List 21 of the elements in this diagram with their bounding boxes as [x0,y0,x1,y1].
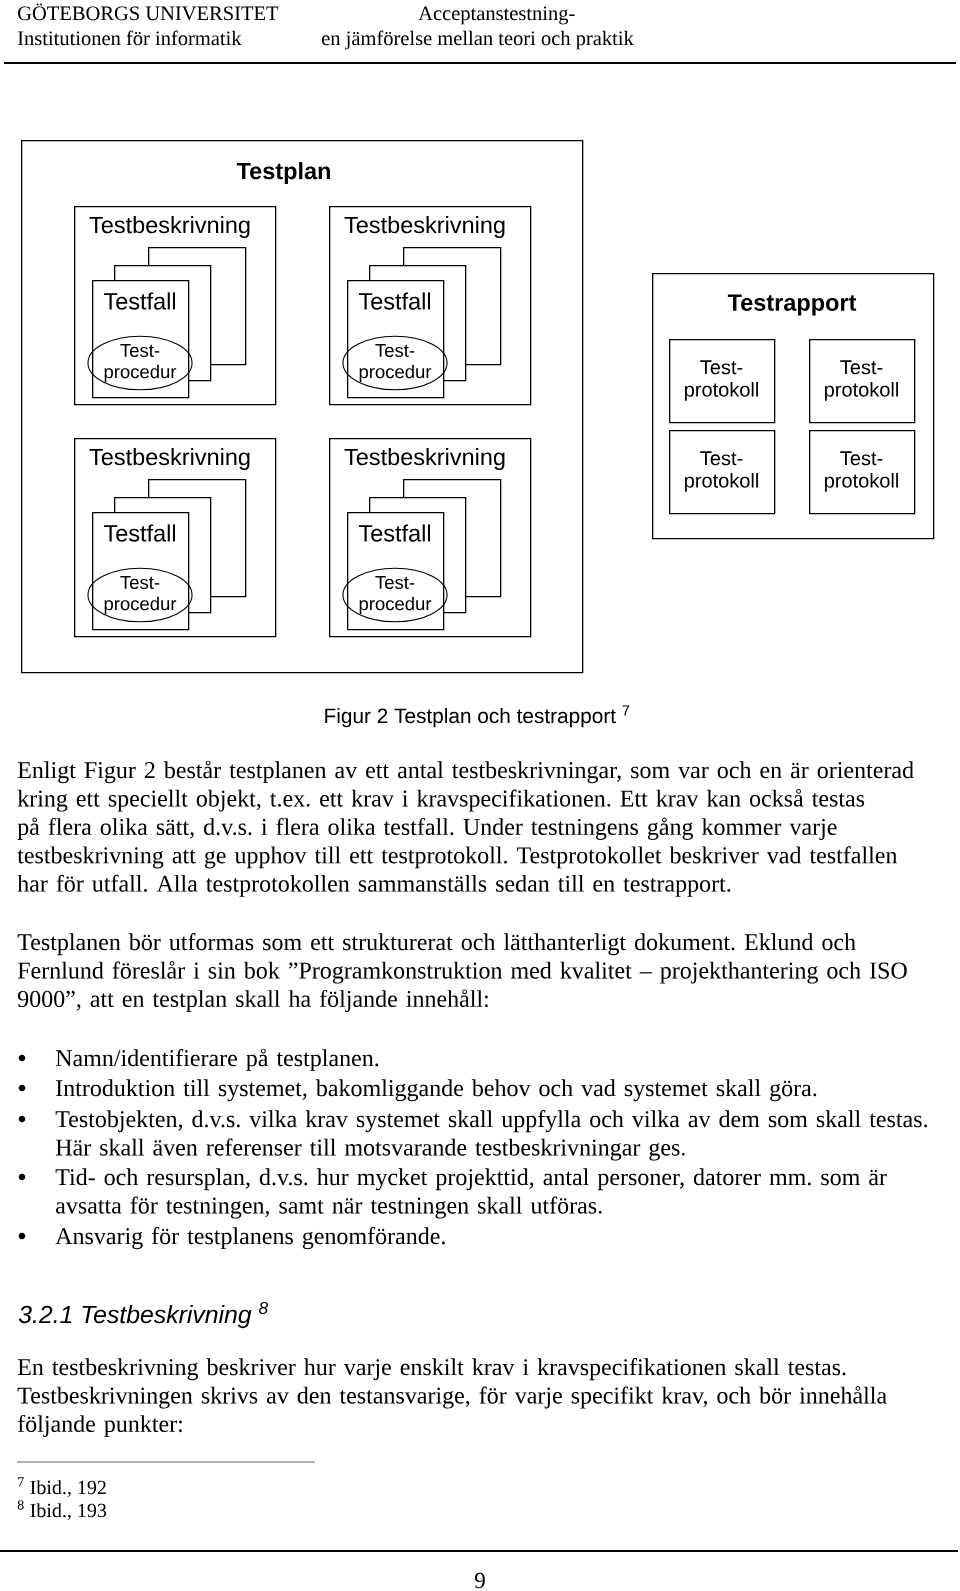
protocol-box: Test- protokoll [809,339,916,424]
list-item: Introduktion till systemet, bakomliggande behov och vad systemet skall göra. [56,1079,817,1102]
list-item: Ansvarig för testplanens genomförande. [55,1227,445,1250]
protocol-box: Test- protokoll [809,430,916,515]
footnote: $^{7}$ Ibid., 192 [18,1477,106,1498]
header-text: en jämförelse mellan teori och praktik [322,30,634,50]
header-text: Acceptanstestning- [418,6,575,25]
footnote: $^{8}$ Ibid., 193 [17,1500,107,1521]
header-text: GÖTEBORGS UNIVERSITET [18,3,279,21]
protocol-box: Test- protokoll [669,430,776,515]
paragraph: Enligt Figur 2 består testplanen av ett antal testbeskrivningar, som var och en är orienterad kring ett speciellt objekt, t.ex. ett krav i kravspecifikationen. Ett krav kan också testas på flera olika sätt, d.v.s. i flera olika testfall. Under testningens gång kommer varje testbeskrivning att ge upphov till ett testprotokoll. Testprotokollet beskriver vad testfallen har för utfall. Alla testprotokollen sammanställs sedan till en testrapport. [17,760,914,897]
list-item: Namn/identifierare på testplanen. [55,1048,379,1072]
paragraph: Testplanen bör utformas som ett strukturerat och lätthanterligt dokument. Eklund och Fernlund föreslår i sin bok ”Programkonstruktion med kvalitet – projekthantering och ISO 9000”, att en testplan skall ha följande innehåll: [17,933,907,1012]
figure-caption: Figur 2 Testplan och testrapport $^{7}$ [325,705,630,728]
protocol-box: Test- protokoll [669,339,776,424]
list-item: Tid- och resursplan, d.v.s. hur mycket projekttid, antal personer, datorer mm. som är avsatta för testningen, samt när testningen skall utföras. [55,1168,887,1219]
list-item: Testobjekten, d.v.s. vilka krav systemet skall uppfylla och vilka av dem som skall testas. Här skall även referenser till motsvarande testbeskrivningar ges. [55,1110,927,1161]
header-text: Institutionen för informatik [17,30,242,46]
page-number: 9 [475,1572,485,1589]
paragraph: En testbeskrivning beskriver hur varje enskilt krav i kravspecifikationen skall testas. Testbeskrivningen skrivs av den testansvarige, för varje specifikt krav, och bör innehålla följande punkter: [17,1358,887,1437]
section-heading: 3.2.1 Testbeskrivning $^{8}$ [18,1301,269,1329]
